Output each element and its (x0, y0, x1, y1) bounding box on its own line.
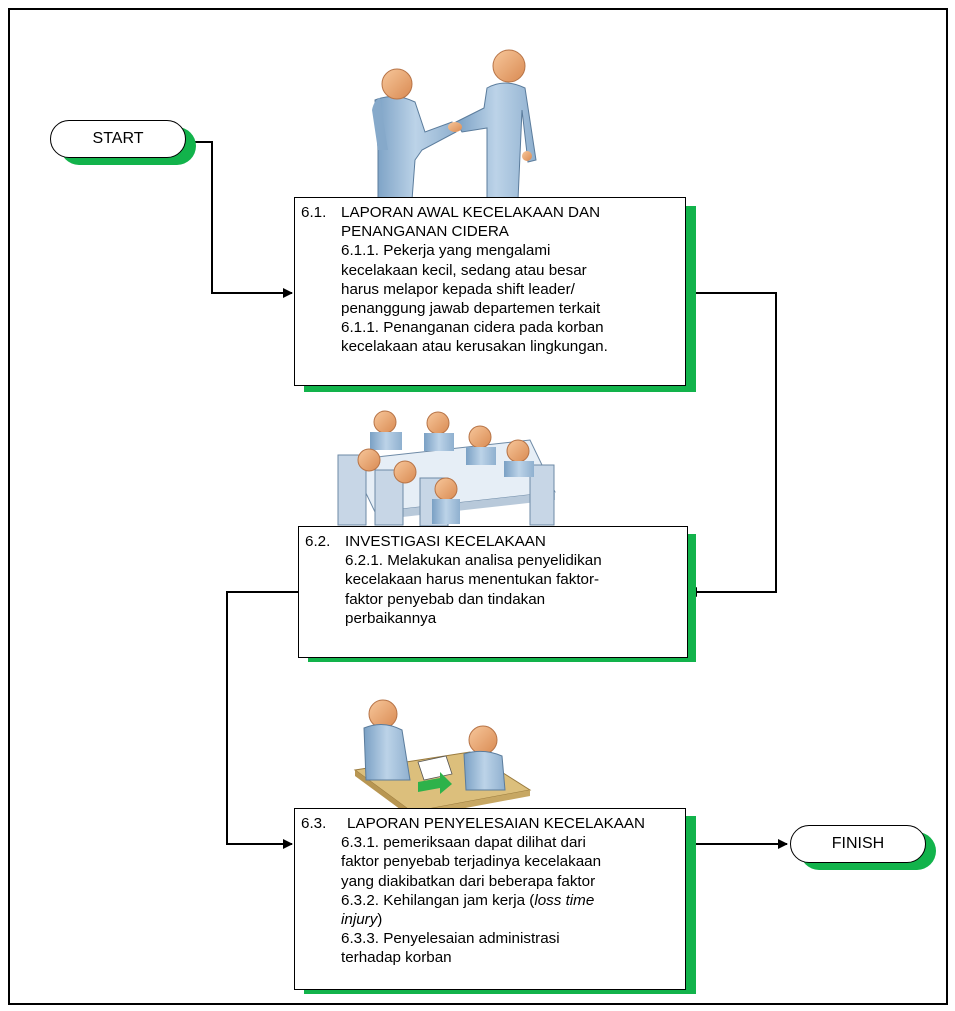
process-box-6-1: 6.1. LAPORAN AWAL KECELAKAAN DAN PENANGAN… (294, 197, 686, 386)
box-6-1-number: 6.1. (301, 204, 327, 221)
box-6-2-line-2: kecelakaan harus menentukan faktor- (345, 571, 600, 589)
diagram-frame (8, 8, 948, 1005)
box-6-3-item-2-italic2: injury (341, 911, 378, 929)
box-6-1-title-2: PENANGANAN CIDERA (341, 223, 509, 241)
start-label: START (92, 130, 144, 147)
connectors (186, 141, 788, 849)
handshake-illustration (372, 49, 537, 201)
connector-6-2-to-6-3 (226, 591, 298, 849)
document-handover-illustration (353, 699, 532, 818)
person-right-icon (455, 49, 537, 201)
box-6-1-line-4: penanggung jawab departemen terkait (341, 300, 601, 318)
box-6-3-title: LAPORAN PENYELESAIAN KECELAKAAN (347, 815, 645, 832)
meeting-illustration (337, 410, 556, 527)
box-6-3-line-1: 6.3.1. pemeriksaan dapat dilihat dari (341, 834, 586, 852)
box-6-3-item-2: 6.3.2. Kehilangan jam kerja (loss time (301, 891, 685, 910)
box-6-3-item-2-close: ) (377, 911, 383, 929)
box-6-1-line-1: 6.1.1. Pekerja yang mengalami (341, 242, 551, 260)
box-6-1-title-1: LAPORAN AWAL KECELAKAAN DAN (341, 204, 601, 221)
box-6-3-item-2-italic: loss time (534, 891, 595, 909)
finish-label: FINISH (831, 835, 885, 852)
box-6-3-item-2-text: 6.3.2. Kehilangan jam kerja ( (341, 891, 535, 909)
box-6-2-line-3: faktor penyebab dan tindakan (345, 590, 546, 608)
box-6-1-line-2: kecelakaan kecil, sedang atau besar (341, 261, 587, 279)
box-6-1-line-5: 6.1.1. Penanganan cidera pada korban (341, 319, 604, 337)
process-box-6-2: 6.2. INVESTIGASI KECELAKAAN 6.2.1. Melaku… (298, 526, 688, 658)
box-6-3-item-2-cont: injury) (301, 910, 685, 929)
finish-terminal: FINISH (790, 825, 926, 863)
box-6-3-line-after-2: terhadap korban (341, 949, 452, 967)
person-left-icon (372, 68, 457, 201)
box-6-1-line-3: harus melapor kepada shift leader/ (341, 280, 575, 298)
box-6-2-number: 6.2. (305, 533, 331, 550)
box-6-2-line-1: 6.2.1. Melakukan analisa penyelidikan (345, 552, 602, 570)
process-box-6-3: 6.3. LAPORAN PENYELESAIAN KECELAKAAN 6.3.… (294, 808, 686, 990)
box-6-3-line-after-1: 6.3.3. Penyelesaian administrasi (341, 930, 560, 948)
box-6-1-line-6: kecelakaan atau kerusakan lingkungan. (341, 338, 608, 356)
box-6-3-line-3: yang diakibatkan dari beberapa faktor (341, 872, 596, 890)
box-6-2-title: INVESTIGASI KECELAKAAN (345, 533, 546, 550)
box-6-3-line-2: faktor penyebab terjadinya kecelakaan (341, 853, 602, 871)
connector-6-1-to-6-2 (687, 292, 777, 597)
start-terminal: START (50, 120, 186, 158)
box-6-3-number: 6.3. (301, 815, 327, 832)
connector-start-to-6-1 (186, 141, 293, 298)
box-6-2-line-4: perbaikannya (345, 609, 437, 627)
